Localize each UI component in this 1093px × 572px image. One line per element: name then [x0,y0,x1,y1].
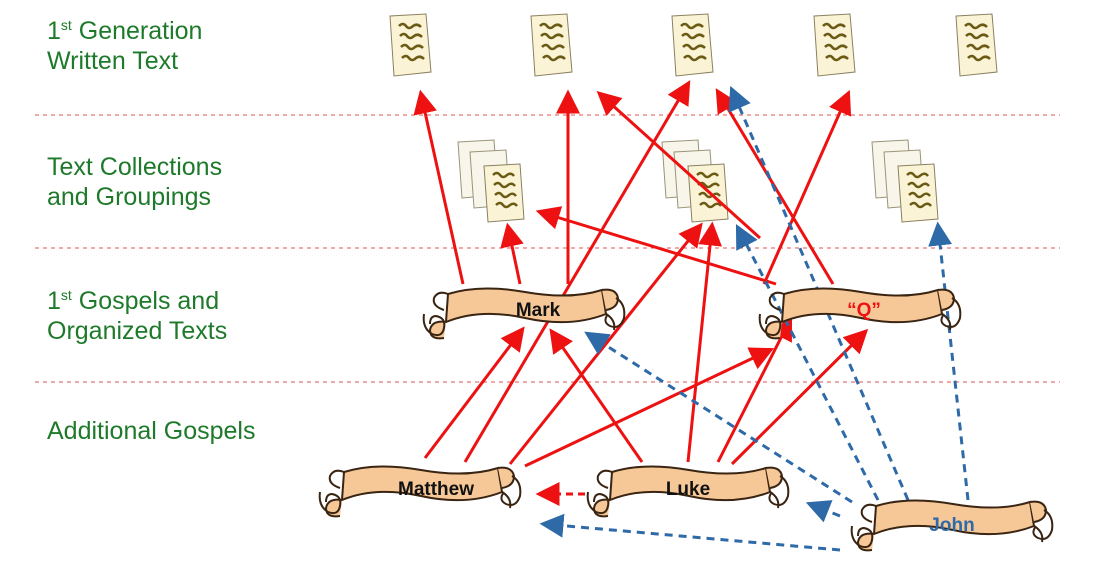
row-label-first-generation: 1st Generation Written Text [47,16,202,76]
row-label-additional-gospels: Additional Gospels [47,416,255,446]
arrow-matthew-to-q [524,347,775,468]
arrow-mark-to-collection1 [500,222,524,285]
page-stack-icon-3 [870,138,940,224]
arrow-john-to-mark [584,331,853,504]
scroll-label-matthew: Matthew [398,479,474,500]
row-label-line: Organized Texts [47,317,228,345]
page-stack-icon-1 [456,138,526,224]
arrow-matthew-to-page3 [463,80,691,463]
row-label-superscript: st [60,287,72,303]
page-icon-5 [954,12,999,78]
arrow-luke-to-collection2 [686,221,722,463]
arrow-luke-to-page4 [716,315,793,463]
page-icon-4 [812,12,857,78]
page-icon-1 [388,12,433,78]
row-label-text: Gospels and [71,287,220,315]
page-icon-2 [529,12,574,78]
arrow-john-to-collection2 [735,223,880,501]
arrow-q-to-page2 [596,90,762,240]
row-label-line: 1st Gospels and [47,286,227,316]
row-label-line: 1st Generation [47,16,202,46]
arrow-john-to-matthew [539,513,841,552]
arrow-matthew-to-mark [423,326,525,459]
row-label-line: and Groupings [47,183,212,211]
row-label-text: Additional Gospels [47,417,256,445]
arrow-luke-to-mark [549,328,644,463]
scroll-label-mark: Mark [516,300,561,321]
arrow-q-to-page4 [762,89,852,285]
row-separators [35,114,1060,383]
arrow-luke-to-q [730,328,869,466]
row-label-text: 1 [47,287,61,315]
arrow-q-to-collection1 [535,206,777,286]
row-label-line: Additional Gospels [47,416,255,446]
scroll-matthew: Matthew [318,465,522,518]
row-label-superscript: st [60,17,72,33]
arrow-john-to-collection3 [928,221,970,501]
scroll-q: “Q” [758,287,962,340]
row-label-text: Text Collections [47,153,223,181]
row-label-text-collections: Text Collections and Groupings [47,152,222,212]
arrow-john-to-luke [805,500,841,523]
arrow-mark-to-page1 [413,89,465,285]
scroll-mark: Mark [422,287,626,340]
row-label-first-gospels: 1st Gospels and Organized Texts [47,286,227,346]
scroll-luke: Luke [586,465,790,518]
row-label-line: Text Collections [47,152,222,182]
row-label-text: Generation [71,17,203,45]
page-icon-3 [670,12,715,78]
first-generation-pages [388,12,999,78]
row-label-line: Written Text [47,47,179,75]
scroll-label-john: John [929,515,974,536]
row-label-text: 1 [47,17,61,45]
scroll-john: John [850,499,1054,552]
john-arrows [539,85,970,552]
scroll-label-q: “Q” [847,300,881,321]
arrow-john-to-page3 [728,85,910,501]
scroll-label-luke: Luke [666,479,710,500]
